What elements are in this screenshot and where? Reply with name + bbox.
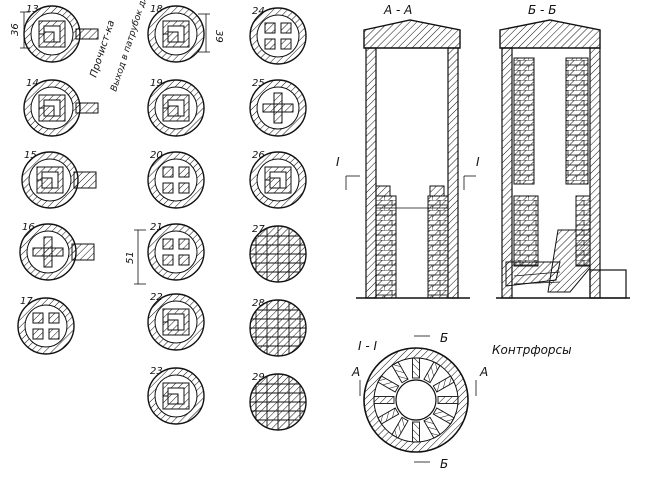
plan-28: 28 — [249, 298, 307, 357]
plan-23: 23 — [147, 366, 205, 425]
section-bb-title: Б - Б — [528, 3, 556, 17]
plan-29: 29 — [249, 372, 307, 431]
plan-number-18: 18 — [150, 4, 163, 15]
plan-26: 26 — [249, 150, 307, 209]
plan-number-17: 17 — [20, 296, 33, 307]
plan-number-15: 15 — [24, 150, 37, 161]
section-ii-mark-b-top: Б — [440, 331, 448, 345]
plan-number-13: 13 — [26, 4, 39, 15]
plan-21: 21 — [147, 222, 205, 281]
section-aa: А - А I I — [336, 3, 480, 299]
plan-number-14: 14 — [26, 78, 39, 89]
plan-20: 20 — [147, 150, 205, 209]
plan-27: 27 — [249, 224, 307, 283]
dimension-51: 51 — [125, 229, 146, 285]
buttress-label: Контрфорсы — [492, 343, 572, 357]
plan-25: 25 — [249, 78, 307, 137]
plan-number-29: 29 — [252, 372, 265, 383]
plan-number-20: 20 — [150, 150, 163, 161]
plan-number-27: 27 — [252, 224, 265, 235]
dimension-36-label: 36 — [10, 23, 21, 36]
dimension-39: 39 — [198, 13, 224, 53]
dimension-36: 36 — [10, 11, 30, 49]
dimension-51-label: 51 — [125, 251, 136, 264]
plan-number-24: 24 — [252, 6, 265, 17]
plan-views: 13 14 15 16 17 18 19 20 21 22 23 24 25 26 27 28 29 — [17, 4, 307, 431]
section-ii-mark-a-left: А — [351, 365, 360, 379]
plan-number-23: 23 — [150, 366, 163, 377]
section-aa-cut-right: I — [476, 155, 480, 169]
cleanout-annotation: Прочист-ка — [88, 19, 117, 79]
plan-18: 18 — [147, 4, 205, 63]
plan-17: 17 — [17, 296, 75, 355]
dimension-39-label: 39 — [213, 30, 224, 43]
section-ii: I - I Б Б А А — [351, 331, 488, 471]
plan-number-16: 16 — [22, 222, 35, 233]
plan-number-26: 26 — [252, 150, 265, 161]
plan-19: 19 — [147, 78, 205, 137]
plan-number-19: 19 — [150, 78, 163, 89]
plan-13: 13 — [23, 4, 81, 63]
section-aa-cut-left: I — [336, 155, 340, 169]
plan-number-22: 22 — [150, 292, 163, 303]
plan-14: 14 — [23, 78, 81, 137]
plan-number-28: 28 — [252, 298, 265, 309]
section-ii-mark-b-bottom: Б — [440, 457, 448, 471]
section-aa-title: А - А — [383, 3, 412, 17]
plan-24: 24 — [249, 6, 307, 65]
plan-22: 22 — [147, 292, 205, 351]
plan-16: 16 — [19, 222, 77, 281]
plan-number-21: 21 — [150, 222, 163, 233]
section-ii-mark-a-right: А — [479, 365, 488, 379]
plan-15: 15 — [21, 150, 79, 209]
plan-number-25: 25 — [252, 78, 265, 89]
section-ii-title: I - I — [358, 339, 377, 353]
section-bb: Б - Б — [496, 3, 630, 299]
